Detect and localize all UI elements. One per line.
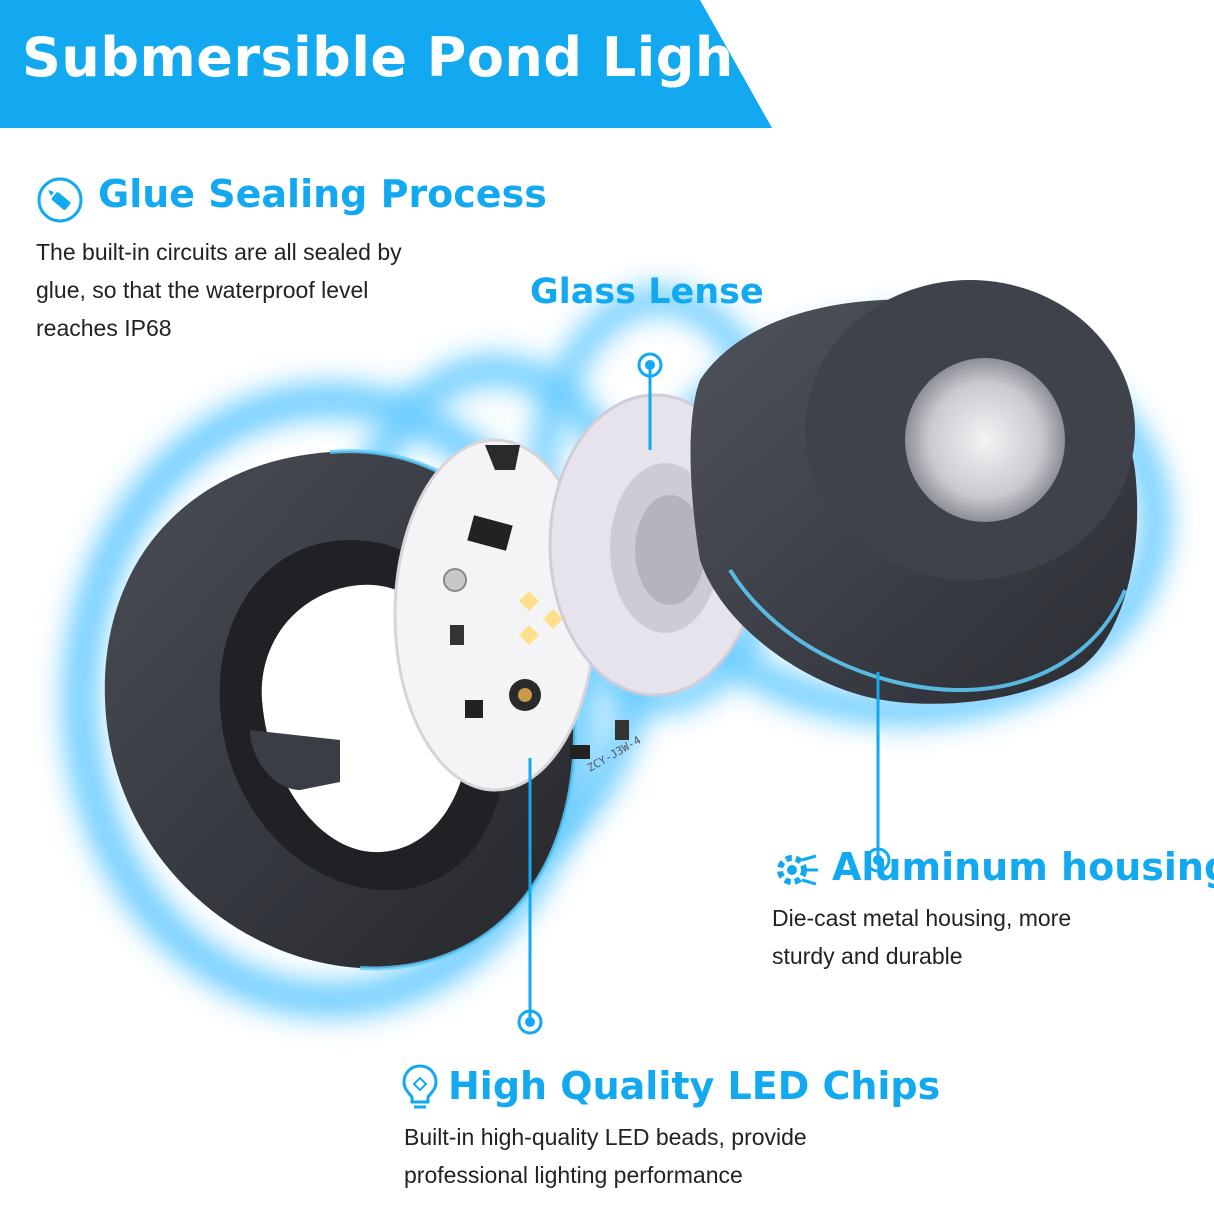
glue-bottle-icon	[37, 177, 83, 223]
chips-line-1: Built-in high-quality LED beads, provide	[404, 1124, 807, 1150]
housing-line-1: Die-cast metal housing, more	[772, 905, 1072, 931]
page-title: Submersible Pond Lights	[22, 26, 793, 89]
glue-line-1: The built-in circuits are all sealed by	[36, 239, 402, 265]
housing-line-2: sturdy and durable	[772, 943, 963, 969]
aluminum-housing	[690, 280, 1138, 704]
gear-circuit-icon	[777, 854, 818, 886]
lightbulb-icon	[402, 1064, 438, 1109]
glue-description: The built-in circuits are all sealed by …	[36, 233, 402, 347]
chips-heading: High Quality LED Chips	[448, 1064, 941, 1108]
glue-line-3: reaches IP68	[36, 315, 172, 341]
housing-heading: Aluminum housing	[832, 845, 1214, 889]
chips-line-2: professional lighting performance	[404, 1162, 743, 1188]
pcb-board	[393, 438, 629, 792]
glue-line-2: glue, so that the waterproof level	[36, 277, 369, 303]
callout-pointers	[517, 352, 891, 1035]
glue-heading: Glue Sealing Process	[98, 172, 547, 216]
title-banner	[0, 0, 772, 128]
chips-description: Built-in high-quality LED beads, provide…	[404, 1118, 807, 1194]
lens-heading: Glass Lense	[530, 272, 764, 312]
housing-description: Die-cast metal housing, more sturdy and …	[772, 899, 1071, 975]
